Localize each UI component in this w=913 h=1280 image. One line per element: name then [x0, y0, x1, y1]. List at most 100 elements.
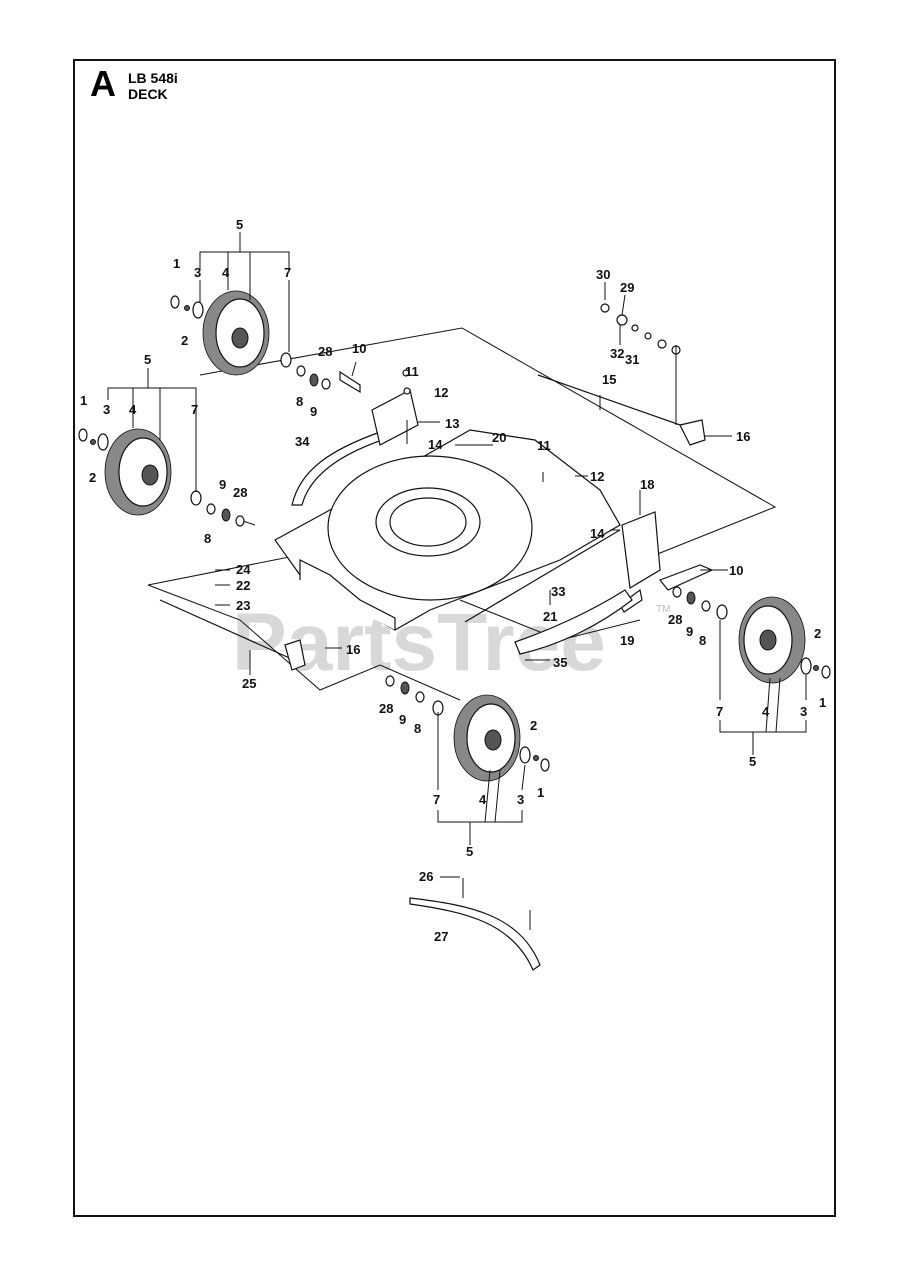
bearing	[716, 604, 728, 620]
bearing	[192, 301, 204, 319]
callout-5: 5	[749, 754, 756, 769]
callout-4: 4	[129, 402, 137, 417]
callout-25: 25	[242, 676, 256, 691]
callout-1: 1	[537, 785, 544, 800]
callout-9: 9	[686, 624, 693, 639]
washer	[415, 691, 425, 703]
callout-3: 3	[194, 265, 201, 280]
washer	[296, 365, 306, 377]
spacer	[321, 378, 331, 390]
callout-26: 26	[419, 869, 433, 884]
callout-4: 4	[222, 265, 230, 280]
section-letter: A	[90, 63, 116, 104]
callout-28: 28	[379, 701, 393, 716]
callout-7: 7	[716, 704, 723, 719]
callout-29: 29	[620, 280, 634, 295]
callout-labels: 5 1 3 4 7 2 8 9 28 10 5 1 3 4 7 2 9 28 8…	[80, 217, 826, 944]
callout-5: 5	[144, 352, 151, 367]
callout-31: 31	[625, 352, 639, 367]
rear-axle-rod	[537, 374, 701, 433]
callout-16: 16	[346, 642, 360, 657]
gear-nut	[400, 681, 410, 695]
gear-nut	[686, 591, 696, 605]
callout-4: 4	[762, 704, 770, 719]
washer	[206, 503, 216, 515]
callout-12: 12	[590, 469, 604, 484]
front-axle-rod	[464, 529, 621, 623]
height-adjust-plate	[621, 511, 661, 589]
spacer	[672, 586, 682, 598]
callout-7: 7	[191, 402, 198, 417]
bearing	[97, 433, 109, 451]
section-name: DECK	[128, 86, 168, 102]
rear-lower-axle	[159, 599, 306, 666]
bearing	[519, 746, 531, 764]
callout-7: 7	[433, 792, 440, 807]
callout-2: 2	[530, 718, 537, 733]
callout-35: 35	[553, 655, 567, 670]
wheel-hub	[141, 464, 159, 486]
callout-21: 21	[543, 609, 557, 624]
washer	[403, 387, 411, 395]
callout-10: 10	[352, 341, 366, 356]
callout-11: 11	[405, 364, 419, 379]
wheel-hub	[484, 729, 502, 751]
callout-9: 9	[219, 477, 226, 492]
callout-14: 14	[590, 526, 605, 541]
callout-34: 34	[295, 434, 310, 449]
callout-2: 2	[89, 470, 96, 485]
rear-flap	[409, 897, 541, 971]
callout-12: 12	[434, 385, 448, 400]
callout-28: 28	[318, 344, 332, 359]
callout-19: 19	[620, 633, 634, 648]
leader-lines	[107, 232, 807, 878]
callout-30: 30	[596, 267, 610, 282]
hub-cap	[170, 295, 180, 309]
drawing-frame	[73, 59, 836, 1217]
height-lever	[659, 564, 714, 591]
callout-8: 8	[699, 633, 706, 648]
clip	[533, 755, 539, 761]
spacer	[385, 675, 395, 687]
callout-27: 27	[434, 929, 448, 944]
gear-nut	[221, 508, 231, 522]
hub-cap	[78, 428, 88, 442]
side-flap-front	[514, 589, 633, 655]
callout-23: 23	[236, 598, 250, 613]
bearing	[800, 657, 812, 675]
callout-10: 10	[729, 563, 743, 578]
front-left-wheel-assembly	[78, 428, 245, 527]
callout-28: 28	[668, 612, 682, 627]
watermark-trademark: TM	[656, 604, 670, 615]
mower-deck	[274, 429, 621, 631]
callout-22: 22	[236, 578, 250, 593]
spacer	[235, 515, 245, 527]
height-lever	[339, 370, 361, 394]
callout-7: 7	[284, 265, 291, 280]
front-right-wheel-assembly	[385, 675, 550, 782]
callout-11: 11	[537, 438, 551, 453]
bearing	[190, 490, 202, 506]
callout-1: 1	[173, 256, 180, 271]
callout-5: 5	[466, 844, 473, 859]
deck-skirt	[299, 559, 396, 630]
wheel-hub	[759, 629, 777, 651]
callout-9: 9	[310, 404, 317, 419]
callout-13: 13	[445, 416, 459, 431]
callout-14: 14	[428, 437, 443, 452]
deck-motor-opening	[389, 497, 467, 547]
callout-2: 2	[814, 626, 821, 641]
callout-3: 3	[517, 792, 524, 807]
callout-20: 20	[492, 430, 506, 445]
callout-32: 32	[610, 346, 624, 361]
callout-1: 1	[819, 695, 826, 710]
height-bracket	[371, 389, 419, 446]
clip	[184, 305, 190, 311]
hub-cap	[540, 758, 550, 772]
callout-1: 1	[80, 393, 87, 408]
callout-18: 18	[640, 477, 654, 492]
callout-5: 5	[236, 217, 243, 232]
hub-cap	[821, 665, 831, 679]
callout-28: 28	[233, 485, 247, 500]
